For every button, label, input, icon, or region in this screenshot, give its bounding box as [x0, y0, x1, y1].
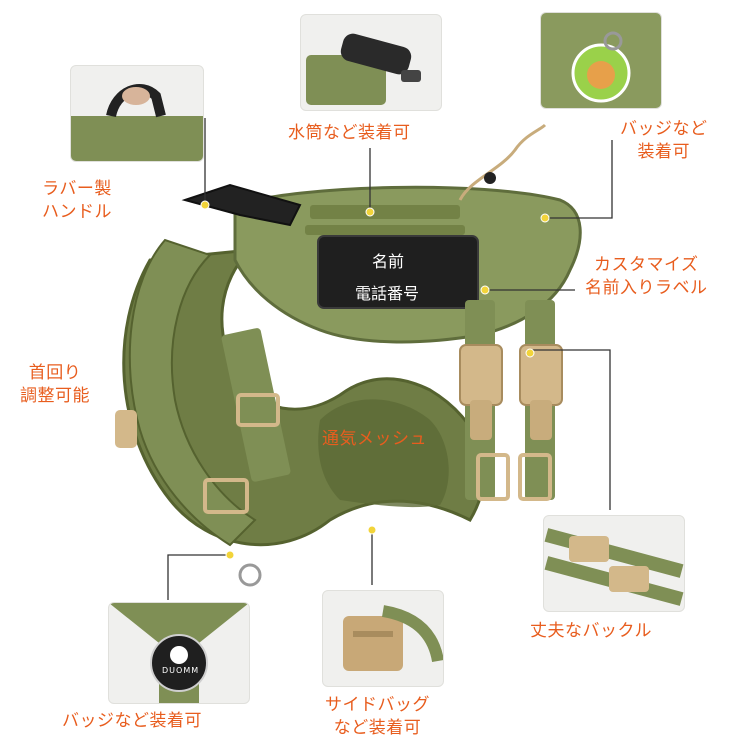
callout-badge-top: バッジなど 装着可 — [620, 119, 708, 162]
patch-phone-text: 電話番号 — [355, 284, 420, 303]
callout-rubber-handle: ラバー製 ハンドル — [42, 179, 112, 222]
patch-name-text: 名前 — [372, 252, 405, 271]
thumb-water-bottle — [300, 14, 442, 111]
callout-side-bag: サイドバッグ など装着可 — [325, 695, 430, 738]
callout-neck-adjust: 首回り 調整可能 — [20, 363, 90, 406]
callout-water-bottle: 水筒など装着可 — [288, 123, 411, 143]
thumb-side-bag — [322, 590, 444, 687]
callout-name-label: カスタマイズ 名前入りラベル — [585, 255, 708, 298]
callout-buckle: 丈夫なバックル — [530, 621, 652, 641]
thumb-badge-top — [540, 12, 662, 109]
callout-badge-bottom: バッジなど装着可 — [62, 711, 202, 731]
thumb-rubber-handle — [70, 65, 204, 162]
badge-logo-text: DUOMM — [162, 666, 200, 675]
callout-mesh: 通気メッシュ — [322, 429, 427, 449]
thumb-badge-bottom — [108, 602, 250, 704]
thumb-buckle — [543, 515, 685, 612]
